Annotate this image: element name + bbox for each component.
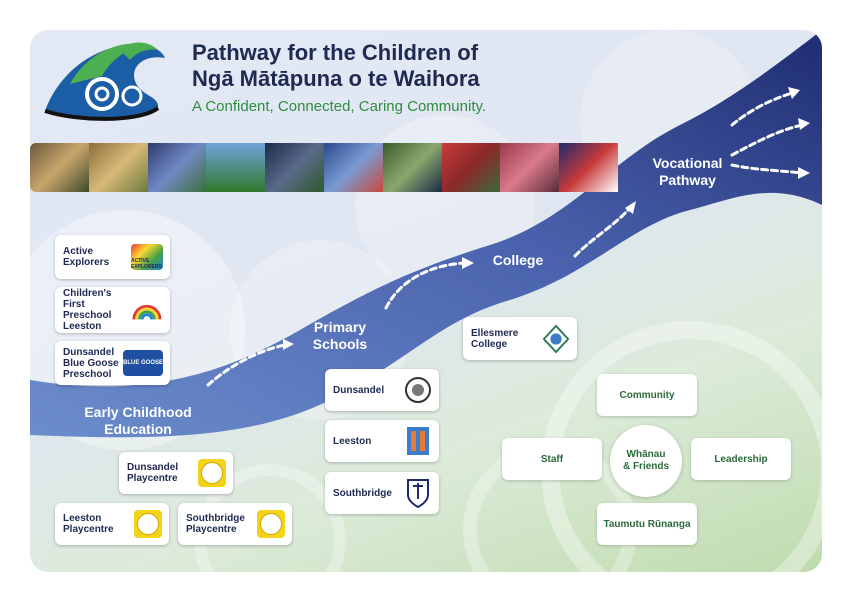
- active-explorers-logo-icon: ACTIVE EXPLORERS: [131, 244, 163, 270]
- arrow-head: [798, 118, 810, 130]
- card-dunsandel-school[interactable]: Dunsandel: [325, 369, 439, 411]
- blue-goose-logo-icon: BLUE GOOSE: [123, 350, 163, 376]
- playcentre-logo-icon: [257, 510, 285, 538]
- card-southbridge-school[interactable]: Southbridge: [325, 472, 439, 514]
- card-childrens-first[interactable]: Children's First Preschool Leeston: [55, 287, 170, 333]
- dashed-arrow: [206, 343, 287, 387]
- card-label: Leeston Playcentre: [63, 513, 114, 535]
- dashed-arrow: [384, 261, 467, 310]
- photo: [559, 143, 618, 192]
- photo: [206, 143, 266, 192]
- photo: [30, 143, 89, 192]
- dashed-arrow: [730, 91, 794, 127]
- photo: [88, 143, 148, 192]
- arrow-head: [625, 201, 636, 214]
- card-blue-goose[interactable]: Dunsandel Blue Goose Preschool BLUE GOOS…: [55, 341, 170, 385]
- card-label: Dunsandel: [333, 384, 385, 396]
- school-crest-icon: [404, 425, 432, 457]
- arrow-head: [283, 339, 294, 350]
- playcentre-logo-icon: [198, 459, 226, 487]
- progress-arrows: [206, 91, 804, 387]
- card-label: Southbridge Playcentre: [186, 513, 245, 535]
- whanau-friends-circle[interactable]: Whānau & Friends: [610, 425, 682, 497]
- dashed-arrow: [730, 163, 804, 175]
- card-ellesmere-college[interactable]: Ellesmere College: [463, 317, 577, 360]
- dashed-arrow: [573, 206, 632, 258]
- header: Pathway for the Children of Ngā Mātāpuna…: [192, 40, 486, 115]
- card-label: Southbridge: [333, 487, 392, 499]
- tagline: A Confident, Connected, Caring Community…: [192, 98, 487, 115]
- photo: [265, 143, 324, 192]
- college-crest-icon: [542, 323, 570, 355]
- page-title-line-2: Ngā Mātāpuna o te Waihora: [192, 66, 480, 91]
- card-label: Ellesmere College: [471, 327, 519, 350]
- arrow-head: [788, 87, 800, 99]
- photo: [500, 143, 560, 192]
- arrow-heads: [283, 87, 810, 350]
- card-label: Dunsandel Playcentre: [127, 462, 179, 484]
- page-title-line-1: Pathway for the Children of: [192, 40, 479, 65]
- stage-college: College: [492, 252, 544, 268]
- card-label: Children's First Preschool Leeston: [63, 288, 112, 332]
- photo: [147, 143, 207, 192]
- dashed-arrow: [730, 123, 804, 157]
- card-label: Leeston: [333, 435, 372, 447]
- card-southbridge-playcentre[interactable]: Southbridge Playcentre: [178, 503, 292, 545]
- school-crest-icon: [404, 477, 432, 509]
- staff-box[interactable]: Staff: [502, 438, 602, 480]
- photo-strip: [30, 143, 618, 192]
- stage-early-childhood: Early Childhood Education: [84, 404, 192, 437]
- arrow-head: [798, 167, 810, 179]
- leadership-box[interactable]: Leadership: [691, 438, 791, 480]
- arrow-head: [462, 257, 474, 269]
- card-leeston-playcentre[interactable]: Leeston Playcentre: [55, 503, 169, 545]
- card-dunsandel-playcentre[interactable]: Dunsandel Playcentre: [119, 452, 233, 494]
- community-box[interactable]: Community: [597, 374, 697, 416]
- card-active-explorers[interactable]: Active Explorers ACTIVE EXPLORERS: [55, 235, 170, 279]
- card-label: Dunsandel Blue Goose Preschool: [63, 346, 119, 380]
- playcentre-logo-icon: [134, 510, 162, 538]
- stage-vocational-pathway: Vocational Pathway: [652, 155, 723, 188]
- river-path: [30, 30, 822, 438]
- school-crest-icon: [404, 374, 432, 406]
- stage-primary-schools: Primary Schools: [312, 319, 368, 352]
- photo: [441, 143, 501, 192]
- card-leeston-school[interactable]: Leeston: [325, 420, 439, 462]
- koru-wave-logo-icon: [44, 42, 165, 121]
- card-label: Active Explorers: [63, 246, 110, 268]
- photo: [323, 143, 383, 192]
- rainbow-logo-icon: [132, 304, 162, 320]
- photo: [382, 143, 442, 192]
- taumutu-runanga-box[interactable]: Taumutu Rūnanga: [597, 503, 697, 545]
